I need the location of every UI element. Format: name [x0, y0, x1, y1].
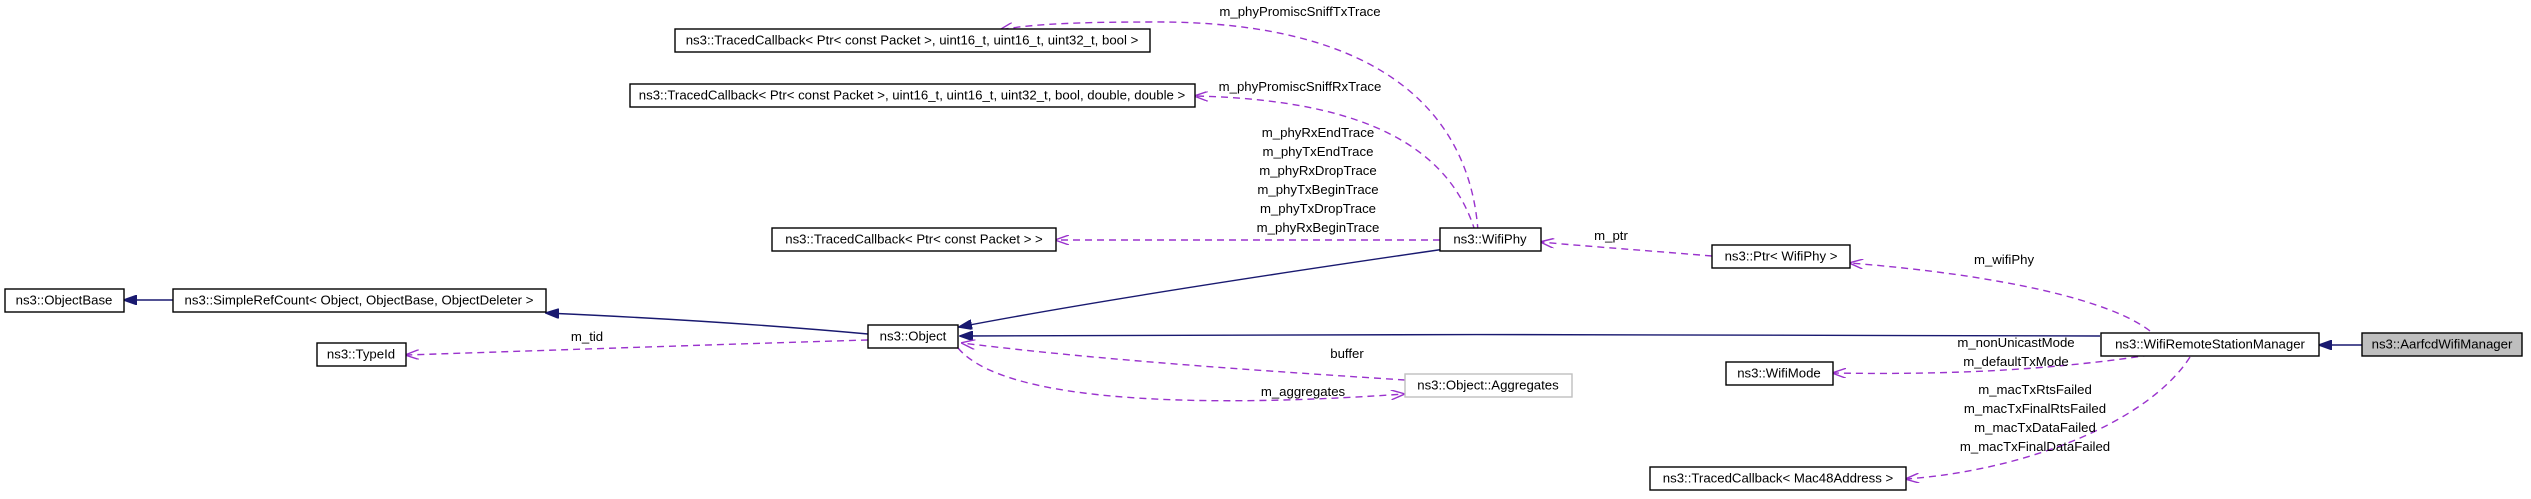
edge-object-aggregates — [957, 347, 1404, 402]
node-ptr-wifiphy[interactable]: ns3::Ptr< WifiPhy > — [1711, 244, 1851, 269]
edge-wrsm-ptrphy — [1850, 263, 2151, 332]
edge-wifiphy-tcsniffrx — [1195, 96, 1476, 232]
label-mac-failure-3: m_macTxFinalDataFailed — [1960, 439, 2110, 454]
label-mac-failure-1: m_macTxFinalRtsFailed — [1964, 401, 2106, 416]
label-mac-failure-0: m_macTxRtsFailed — [1978, 382, 2092, 397]
svg-text:ns3::Ptr< WifiPhy >: ns3::Ptr< WifiPhy > — [1725, 248, 1838, 263]
label-mtid: m_tid — [571, 329, 603, 344]
node-traced-callback-sniff-tx[interactable]: ns3::TracedCallback< Ptr< const Packet >… — [674, 28, 1151, 53]
svg-text:ns3::TracedCallback< Ptr< cons: ns3::TracedCallback< Ptr< const Packet >… — [686, 32, 1139, 47]
edge-aggregates-object — [962, 343, 1406, 381]
label-maggregates: m_aggregates — [1261, 384, 1346, 399]
label-phy-trace-4: m_phyTxDropTrace — [1260, 201, 1376, 216]
label-phy-trace-0: m_phyRxEndTrace — [1262, 125, 1374, 140]
label-phy-trace-3: m_phyTxBeginTrace — [1257, 182, 1378, 197]
node-object-aggregates[interactable]: ns3::Object::Aggregates — [1404, 373, 1573, 398]
svg-text:ns3::Object: ns3::Object — [880, 328, 947, 343]
label-phy-traces: m_phyRxEndTrace m_phyTxEndTrace m_phyRxDro… — [1257, 125, 1380, 235]
node-traced-callback-packet[interactable]: ns3::TracedCallback< Ptr< const Packet >… — [771, 227, 1057, 252]
label-mptr: m_ptr — [1594, 228, 1628, 243]
node-wifimode[interactable]: ns3::WifiMode — [1725, 361, 1834, 386]
node-wifi-remote-station-manager[interactable]: ns3::WifiRemoteStationManager — [2100, 332, 2320, 357]
label-phy-trace-1: m_phyTxEndTrace — [1263, 144, 1374, 159]
edge-wifiphy-tcsnifftx — [1000, 21, 1479, 232]
node-typeid[interactable]: ns3::TypeId — [316, 342, 407, 367]
svg-text:ns3::WifiPhy: ns3::WifiPhy — [1453, 231, 1527, 246]
svg-text:ns3::ObjectBase: ns3::ObjectBase — [16, 292, 113, 307]
svg-text:ns3::Object::Aggregates: ns3::Object::Aggregates — [1417, 377, 1559, 392]
label-mac-failure-2: m_macTxDataFailed — [1974, 420, 2096, 435]
edge-object-typeid — [406, 339, 869, 355]
svg-text:ns3::TracedCallback< Ptr< cons: ns3::TracedCallback< Ptr< const Packet >… — [785, 231, 1043, 246]
edge-object-wifiphy — [959, 248, 1446, 327]
edge-ptrphy-wifiphy — [1541, 242, 1713, 257]
label-sniffrx: m_phyPromiscSniffRxTrace — [1219, 79, 1382, 94]
label-mwifiphy: m_wifiPhy — [1974, 252, 2034, 267]
node-aarfcd-wifi-manager[interactable]: ns3::AarfcdWifiManager — [2361, 332, 2523, 357]
label-mac-failures: m_macTxRtsFailed m_macTxFinalRtsFailed m_m… — [1960, 382, 2110, 454]
svg-text:ns3::WifiRemoteStationManager: ns3::WifiRemoteStationManager — [2115, 336, 2305, 351]
svg-text:ns3::SimpleRefCount< Object, O: ns3::SimpleRefCount< Object, ObjectBase,… — [185, 292, 534, 307]
node-object-base[interactable]: ns3::ObjectBase — [4, 288, 125, 313]
svg-text:ns3::TypeId: ns3::TypeId — [327, 346, 395, 361]
node-wifiphy[interactable]: ns3::WifiPhy — [1439, 227, 1542, 252]
label-snifftx: m_phyPromiscSniffTxTrace — [1219, 4, 1380, 19]
label-phy-trace-2: m_phyRxDropTrace — [1259, 163, 1377, 178]
svg-text:ns3::TracedCallback< Mac48Addr: ns3::TracedCallback< Mac48Address > — [1663, 470, 1894, 485]
edge-object-wrsm — [960, 335, 2101, 337]
edge-srefcount-object — [546, 313, 869, 335]
svg-text:ns3::WifiMode: ns3::WifiMode — [1737, 365, 1821, 380]
label-mode-0: m_nonUnicastMode — [1957, 335, 2074, 350]
edge-wrsm-tcmac — [1906, 356, 2191, 479]
label-mode-1: m_defaultTxMode — [1963, 354, 2069, 369]
svg-text:ns3::AarfcdWifiManager: ns3::AarfcdWifiManager — [2372, 336, 2513, 351]
node-traced-callback-mac48[interactable]: ns3::TracedCallback< Mac48Address > — [1649, 466, 1907, 491]
node-simple-ref-count[interactable]: ns3::SimpleRefCount< Object, ObjectBase,… — [172, 288, 547, 313]
edge-wrsm-wifimode — [1833, 354, 2151, 373]
label-phy-trace-5: m_phyRxBeginTrace — [1257, 220, 1380, 235]
svg-text:ns3::TracedCallback< Ptr< cons: ns3::TracedCallback< Ptr< const Packet >… — [639, 87, 1186, 102]
label-buffer: buffer — [1330, 346, 1364, 361]
node-traced-callback-sniff-rx[interactable]: ns3::TracedCallback< Ptr< const Packet >… — [629, 83, 1196, 108]
node-object[interactable]: ns3::Object — [867, 324, 959, 349]
label-modes: m_nonUnicastMode m_defaultTxMode — [1957, 335, 2074, 369]
